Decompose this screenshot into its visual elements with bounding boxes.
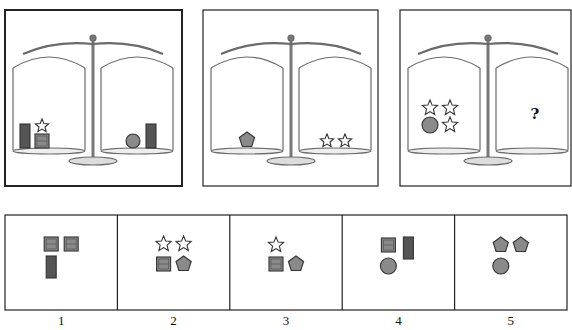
bar-shape	[20, 124, 30, 148]
unknown-mark: ?	[531, 105, 540, 123]
cell-divider	[229, 215, 230, 310]
square-shape	[381, 238, 395, 252]
circle-shape	[126, 134, 140, 148]
panel-frame	[5, 215, 567, 310]
square-shape	[269, 257, 283, 271]
star-shape	[442, 100, 457, 114]
balance-scale	[408, 35, 568, 165]
circle-shape	[380, 258, 396, 274]
panel-frame	[203, 10, 378, 186]
bar-shape	[46, 256, 56, 278]
star-shape	[422, 100, 437, 114]
option-number: 3	[283, 313, 290, 329]
option-number: 1	[58, 313, 65, 329]
square-shape	[157, 257, 171, 271]
option-number: 4	[395, 313, 402, 329]
circle-shape	[493, 258, 509, 274]
pentagon-shape	[288, 256, 303, 270]
pentagon-shape	[239, 132, 254, 146]
option-number: 5	[508, 313, 515, 329]
square-shape	[64, 237, 78, 251]
pentagon-shape	[513, 237, 528, 251]
star-shape	[338, 134, 351, 147]
panel-frame	[400, 10, 571, 186]
option-number: 2	[170, 313, 177, 329]
circle-shape	[422, 117, 438, 133]
square-shape	[35, 134, 49, 148]
star-shape	[442, 117, 457, 131]
star-shape	[176, 236, 191, 250]
balance-scale	[13, 35, 173, 165]
star-shape	[35, 119, 48, 132]
star-shape	[320, 134, 333, 147]
cell-divider	[117, 215, 118, 310]
star-shape	[268, 237, 283, 251]
star-shape	[156, 236, 171, 250]
square-shape	[44, 237, 58, 251]
cell-divider	[454, 215, 455, 310]
pentagon-shape	[493, 237, 508, 251]
pentagon-shape	[176, 256, 191, 270]
bar-shape	[146, 124, 156, 148]
panel-frame	[5, 10, 182, 186]
balance-scale	[211, 35, 371, 165]
bar-shape	[403, 237, 413, 259]
cell-divider	[342, 215, 343, 310]
